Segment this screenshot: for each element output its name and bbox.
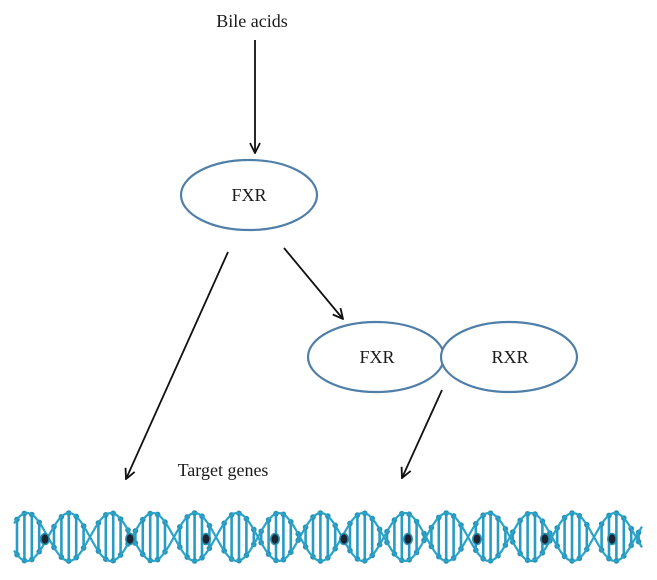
dna-base-marker [402, 532, 413, 546]
arrow-heterodimer-to-target-genes [402, 389, 443, 478]
arrow-fxr-to-target-genes [126, 251, 229, 479]
dna-base-marker [471, 532, 482, 546]
dna-base-marker [338, 532, 349, 546]
dna-base-marker [269, 532, 280, 546]
dna-backbone-strand [13, 512, 643, 562]
dna-double-helix-icon [13, 510, 643, 564]
rxr-dimer-ellipse [439, 320, 579, 394]
arrow-fxr-to-heterodimer [283, 247, 343, 319]
dna-base-marker [606, 532, 617, 546]
bile-acids-label: Bile acids [216, 11, 287, 31]
dna-base-marker [539, 532, 550, 546]
fxr-dimer-label: FXR [359, 347, 394, 367]
dna-base-marker [39, 532, 50, 546]
fxr-node: FXR [179, 158, 319, 232]
fxr-node-label: FXR [231, 185, 266, 205]
fxr-node-ellipse [179, 158, 319, 232]
dna-base-marker [201, 532, 212, 546]
dna-base-marker [125, 532, 136, 546]
dna-backbone-strand [13, 512, 643, 562]
fxr-rxr-heterodimer: FXR RXR [306, 320, 579, 394]
rxr-dimer-label: RXR [491, 347, 528, 367]
target-genes-label: Target genes [178, 460, 269, 480]
